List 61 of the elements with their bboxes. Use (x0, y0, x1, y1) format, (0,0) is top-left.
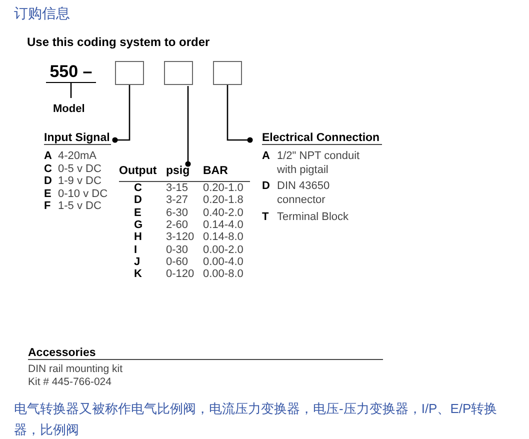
option-code: D (262, 180, 270, 192)
option-code: H (134, 231, 142, 244)
option-code: A (262, 150, 270, 162)
pressure-value: 0-60 (166, 256, 188, 268)
option-code: C (134, 182, 142, 194)
option-value: Terminal Block (277, 211, 350, 224)
option-code: C (44, 162, 52, 174)
option-value: 0-10 v DC (58, 188, 108, 200)
option-code: K (134, 268, 142, 280)
pressure-value: 0.20-1.8 (203, 194, 244, 206)
description-text: 电气转换器又被称作电气比例阀，电流压力变换器，电压-压力变换器，I/P、E/P转换器，比例阀 (14, 400, 498, 439)
option-code: J (134, 256, 140, 268)
option-code: D (134, 194, 142, 206)
option-value: 1-9 v DC (58, 175, 102, 187)
option-code: E (134, 206, 142, 219)
option-value: DIN 43650 connector (277, 180, 331, 207)
option-code: G (134, 218, 143, 231)
pressure-value: 0.20-1.0 (203, 182, 244, 194)
option-code: F (44, 200, 51, 212)
page-heading: 订购信息 (14, 5, 70, 23)
model-label: Model (53, 103, 85, 115)
pressure-value: 0-30 (166, 244, 188, 256)
model-number: 550 – (46, 62, 96, 83)
pressure-value: 2-60 (166, 218, 188, 231)
option-code: D (44, 175, 52, 187)
accessory-text: Kit # 445-766-024 (28, 376, 112, 388)
pressure-value: 3-27 (166, 194, 188, 206)
column-heading: psig (166, 165, 190, 177)
pressure-value: 0.14-8.0 (203, 231, 244, 244)
option-code: I (134, 244, 138, 256)
option-value: 0-5 v DC (58, 162, 102, 174)
pressure-value: 6-30 (166, 206, 188, 219)
option-code: T (262, 211, 269, 223)
section-heading: Input Signal (44, 132, 111, 145)
code-box (115, 61, 144, 85)
pressure-value: 3-15 (166, 182, 188, 194)
connector-line (185, 86, 191, 167)
pressure-value: 0.00-8.0 (203, 268, 244, 280)
option-code: E (44, 188, 52, 200)
option-value: 4-20mA (58, 150, 97, 162)
option-code: A (44, 150, 52, 162)
pressure-value: 3-120 (166, 231, 194, 244)
pressure-value: 0.00-2.0 (203, 244, 244, 256)
code-box (213, 61, 242, 85)
pressure-value: 0-120 (166, 268, 194, 280)
accessory-text: DIN rail mounting kit (28, 363, 123, 375)
section-heading: Accessories (28, 347, 383, 360)
leader-line (70, 83, 72, 98)
section-heading: Electrical Connection (262, 132, 382, 145)
pressure-value: 0.14-4.0 (203, 218, 244, 231)
pressure-value: 0.00-4.0 (203, 256, 244, 268)
column-heading: Output (119, 165, 157, 177)
pressure-value: 0.40-2.0 (203, 206, 244, 219)
column-heading: BAR (203, 165, 228, 177)
code-box (164, 61, 193, 85)
instruction-text: Use this coding system to order (27, 35, 210, 49)
connector-line (226, 85, 253, 143)
table-header (119, 164, 250, 182)
connector-line (112, 85, 130, 143)
option-value: 1/2" NPT conduit with pigtail (277, 150, 361, 177)
option-value: 1-5 v DC (58, 200, 102, 212)
